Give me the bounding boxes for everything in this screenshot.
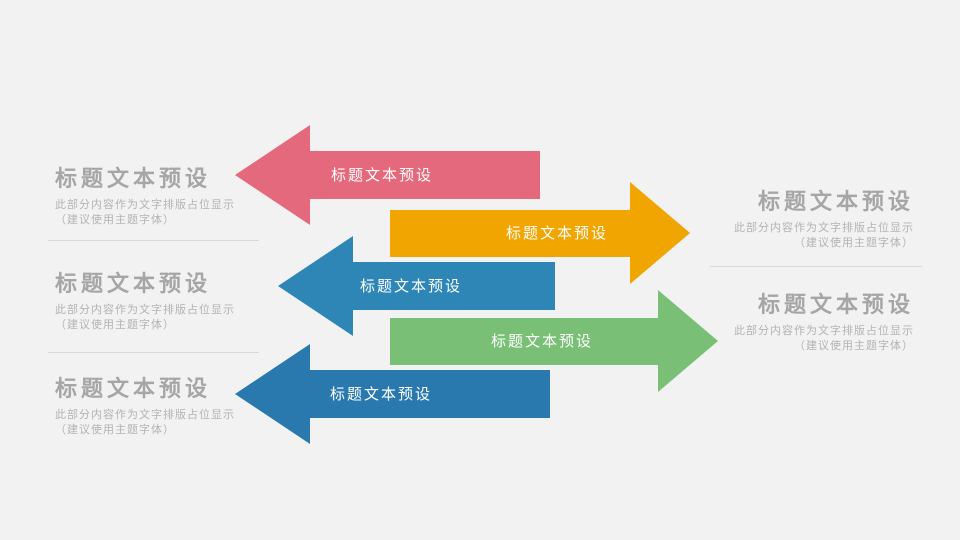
block-desc: 此部分内容作为文字排版占位显示 （建议使用主题字体） [55,407,305,437]
right-divider-1 [710,266,922,267]
left-text-block-1: 标题文本预设 此部分内容作为文字排版占位显示 （建议使用主题字体） [55,167,305,227]
desc-line-1: 此部分内容作为文字排版占位显示 [55,198,235,211]
block-desc: 此部分内容作为文字排版占位显示 （建议使用主题字体） [664,323,914,353]
desc-line-1: 此部分内容作为文字排版占位显示 [55,408,235,421]
arrow-left-darkblue [235,344,550,444]
desc-line-2: （建议使用主题字体） [55,423,175,436]
desc-line-1: 此部分内容作为文字排版占位显示 [55,303,235,316]
left-divider-2 [48,352,259,353]
desc-line-2: （建议使用主题字体） [794,236,914,249]
arrow-left-blue [278,236,555,336]
block-title: 标题文本预设 [55,272,212,297]
arrow-right-orange [390,182,690,284]
arrow-label-2: 标题文本预设 [506,224,609,242]
desc-line-2: （建议使用主题字体） [794,339,914,352]
block-desc: 此部分内容作为文字排版占位显示 （建议使用主题字体） [55,302,305,332]
arrow-label-5: 标题文本预设 [330,385,433,403]
left-text-block-2: 标题文本预设 此部分内容作为文字排版占位显示 （建议使用主题字体） [55,272,305,332]
right-text-block-1: 标题文本预设 此部分内容作为文字排版占位显示 （建议使用主题字体） [664,190,914,250]
desc-line-2: （建议使用主题字体） [55,213,175,226]
block-title: 标题文本预设 [55,167,212,192]
arrow-label-4: 标题文本预设 [491,332,594,350]
arrow-left-pink [235,125,540,225]
block-title: 标题文本预设 [757,190,914,215]
desc-line-1: 此部分内容作为文字排版占位显示 [734,324,914,337]
left-text-block-3: 标题文本预设 此部分内容作为文字排版占位显示 （建议使用主题字体） [55,377,305,437]
right-text-block-2: 标题文本预设 此部分内容作为文字排版占位显示 （建议使用主题字体） [664,293,914,353]
desc-line-2: （建议使用主题字体） [55,318,175,331]
arrow-label-1: 标题文本预设 [331,166,434,184]
block-title: 标题文本预设 [55,377,212,402]
block-desc: 此部分内容作为文字排版占位显示 （建议使用主题字体） [55,197,305,227]
arrow-label-3: 标题文本预设 [360,277,463,295]
block-title: 标题文本预设 [757,293,914,318]
left-divider-1 [48,240,259,241]
desc-line-1: 此部分内容作为文字排版占位显示 [734,221,914,234]
arrow-right-green [390,290,718,392]
block-desc: 此部分内容作为文字排版占位显示 （建议使用主题字体） [664,220,914,250]
